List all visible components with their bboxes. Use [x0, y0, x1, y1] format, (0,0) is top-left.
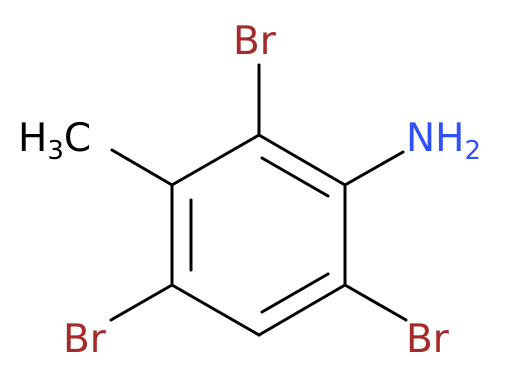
- double-bond-c1-c2-inner: [260, 156, 330, 198]
- bond-group: [109, 63, 408, 337]
- atom-ch3-c: C: [64, 116, 91, 161]
- bond-c1-c2: [257, 133, 347, 187]
- atom-labels: Br NH2 H3C Br Br: [18, 19, 481, 362]
- atom-nh2: NH2: [406, 116, 481, 166]
- atom-br-left: Br: [63, 317, 107, 362]
- atom-br-top: Br: [233, 19, 277, 64]
- bond-c2-n: [343, 150, 405, 187]
- atom-nh2-subscript: 2: [465, 136, 482, 166]
- bond-c6-c1: [170, 133, 261, 187]
- atom-ch3-h: H: [18, 116, 47, 161]
- bond-c3-c4: [257, 283, 347, 337]
- bond-c4-c5: [170, 283, 261, 337]
- double-bond-c3-c4-inner: [260, 272, 330, 314]
- bond-c3-br-right: [343, 283, 408, 322]
- bond-c5-br-left: [109, 283, 174, 322]
- atom-ch3-subscript: 3: [47, 136, 64, 166]
- atom-br-right: Br: [406, 317, 450, 362]
- atom-nh2-symbol: NH: [406, 116, 465, 161]
- bond-c6-methyl: [110, 148, 174, 187]
- atom-ch3: H3C: [18, 116, 91, 166]
